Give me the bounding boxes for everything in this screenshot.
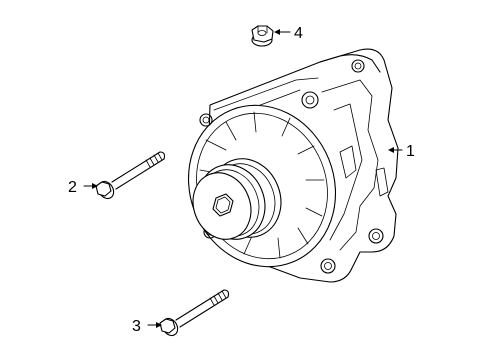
- lower-bolt: [159, 289, 230, 337]
- upper-bolt: [95, 151, 166, 200]
- callout-4-number: 4: [294, 25, 303, 42]
- callout-leaders: [83, 29, 403, 328]
- callout-3-number: 3: [132, 318, 141, 335]
- callout-2-number: 2: [68, 179, 77, 196]
- nut: [251, 25, 274, 47]
- callout-1-number: 1: [406, 143, 415, 160]
- alternator: [187, 48, 399, 283]
- pulley: [192, 158, 282, 240]
